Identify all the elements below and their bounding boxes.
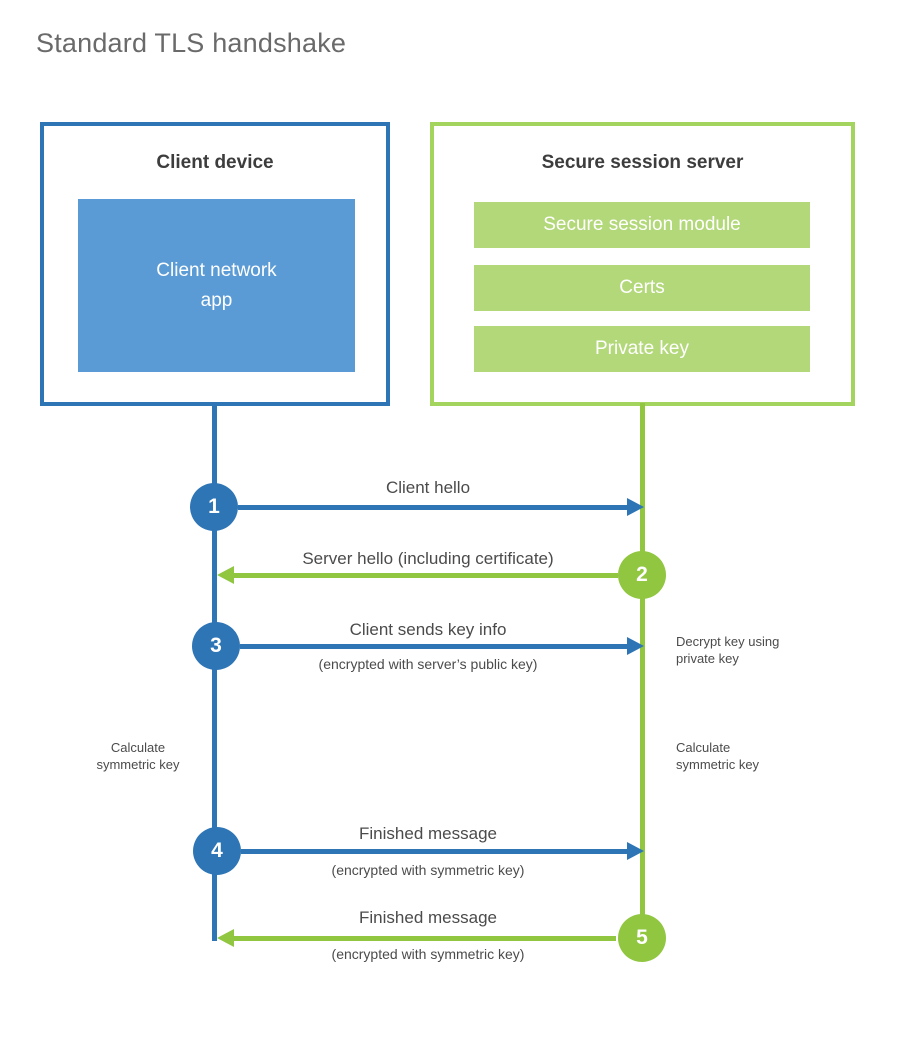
step2-arrowhead-left-icon	[217, 566, 234, 584]
server-lifeline	[640, 403, 645, 938]
step3-arrowhead-right-icon	[627, 637, 644, 655]
step3-circle: 3	[192, 622, 240, 670]
step5-arrow-shaft	[233, 936, 616, 941]
step3-arrow-shaft	[240, 644, 628, 649]
step5-arrowhead-left-icon	[217, 929, 234, 947]
decrypt-key-note: Decrypt key using private key	[676, 634, 780, 666]
step1-arrowhead-right-icon	[627, 498, 644, 516]
page-title: Standard TLS handshake	[36, 28, 347, 58]
secure-session-server-title: Secure session server	[541, 152, 744, 173]
step2-circle: 2	[618, 551, 666, 599]
step5-circle: 5	[618, 914, 666, 962]
client-lifeline	[212, 403, 217, 941]
step3-sublabel: (encrypted with server’s public key)	[318, 656, 538, 672]
secure-session-module-bar: Secure session module	[474, 202, 810, 248]
calculate-symmetric-key-note-server: Calculate symmetric key	[676, 740, 760, 772]
calculate-symmetric-key-note-client: Calculate symmetric key	[96, 740, 180, 772]
certs-bar: Certs	[474, 265, 810, 311]
client-device-box: Client device Client network app	[40, 122, 390, 406]
step4-circle: 4	[193, 827, 241, 875]
step5-sublabel: (encrypted with symmetric key)	[331, 946, 525, 962]
step1-label: Client hello	[385, 478, 471, 497]
step3-label: Client sends key info	[349, 620, 507, 639]
private-key-bar: Private key	[474, 326, 810, 372]
step2-arrow-shaft	[233, 573, 618, 578]
client-network-app-box: Client network app	[78, 199, 355, 372]
client-device-title: Client device	[156, 152, 274, 173]
step4-arrow-shaft	[241, 849, 628, 854]
step1-arrow-shaft	[238, 505, 628, 510]
step2-label: Server hello (including certificate)	[302, 549, 554, 568]
secure-session-server-box: Secure session server Secure session mod…	[430, 122, 855, 406]
step4-sublabel: (encrypted with symmetric key)	[331, 862, 525, 878]
step5-label: Finished message	[359, 908, 497, 927]
step4-label: Finished message	[359, 824, 497, 843]
step1-circle: 1	[190, 483, 238, 531]
step4-arrowhead-right-icon	[627, 842, 644, 860]
